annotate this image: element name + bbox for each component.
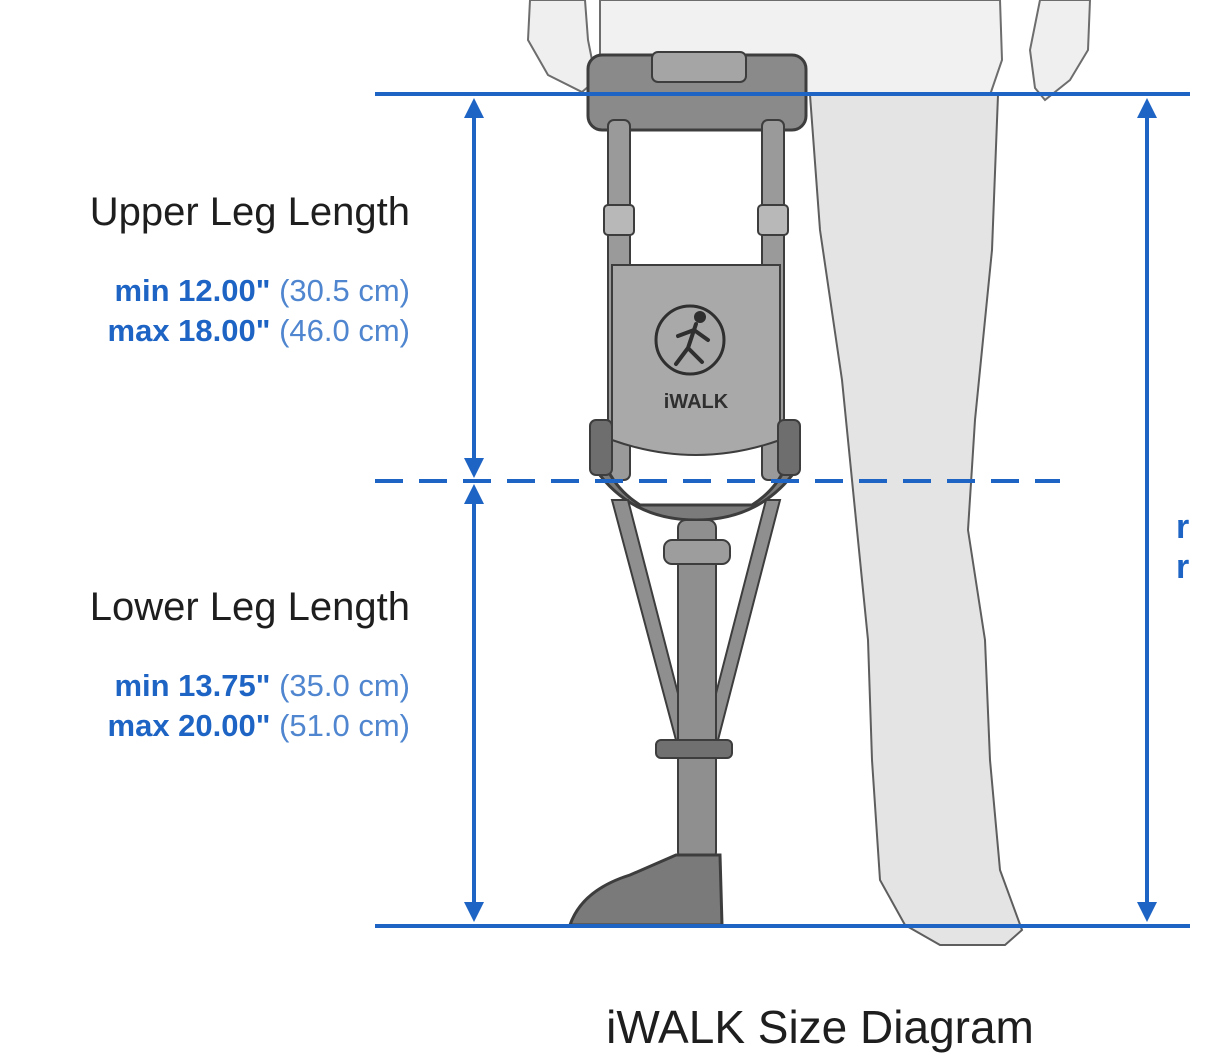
upper-leg-label-block: Upper Leg Length min 12.00" (30.5 cm) ma… xyxy=(20,190,410,351)
cropped-right-text-2: r xyxy=(1176,548,1190,586)
upper-leg-max-metric: (46.0 cm) xyxy=(279,313,410,348)
standing-leg xyxy=(808,94,1024,946)
upper-leg-min: min 12.00" (30.5 cm) xyxy=(20,271,410,311)
lower-leg-min-metric: (35.0 cm) xyxy=(279,668,410,703)
walking-person-logo xyxy=(654,304,726,376)
device-foot xyxy=(567,853,724,927)
lower-leg-heading: Lower Leg Length xyxy=(89,585,410,629)
upper-leg-max-imperial: max 18.00" xyxy=(107,313,271,348)
right-rail-clip xyxy=(757,204,789,236)
cropped-right-text-1: r xyxy=(1176,508,1190,546)
device-central-post xyxy=(677,519,717,861)
lower-leg-label-block: Lower Leg Length min 13.75" (35.0 cm) ma… xyxy=(20,585,410,746)
lower-leg-max: max 20.00" (51.0 cm) xyxy=(20,706,410,746)
device-thigh-panel xyxy=(611,264,781,456)
upper-leg-max: max 18.00" (46.0 cm) xyxy=(20,311,410,351)
device-top-pad xyxy=(651,51,747,83)
lower-leg-min: min 13.75" (35.0 cm) xyxy=(20,666,410,706)
logo-person-body xyxy=(674,322,710,366)
lower-leg-min-imperial: min 13.75" xyxy=(114,668,271,703)
device-height-clamp xyxy=(655,739,733,759)
upper-leg-min-imperial: min 12.00" xyxy=(114,273,271,308)
iwalk-device: iWALK xyxy=(567,51,808,927)
lower-leg-max-metric: (51.0 cm) xyxy=(279,708,410,743)
device-knee-knob-left xyxy=(589,419,613,476)
right-hand xyxy=(1028,0,1092,102)
device-logo-text: iWALK xyxy=(664,391,729,413)
left-hand xyxy=(526,0,598,94)
device-knee-knob-right xyxy=(777,419,801,476)
upper-leg-heading: Upper Leg Length xyxy=(89,190,410,234)
upper-leg-min-metric: (30.5 cm) xyxy=(279,273,410,308)
logo-person-head xyxy=(694,311,706,323)
device-post-collar xyxy=(663,539,731,565)
diagram-title: iWALK Size Diagram xyxy=(606,1001,1034,1053)
lower-leg-max-imperial: max 20.00" xyxy=(107,708,271,743)
left-rail-clip xyxy=(603,204,635,236)
